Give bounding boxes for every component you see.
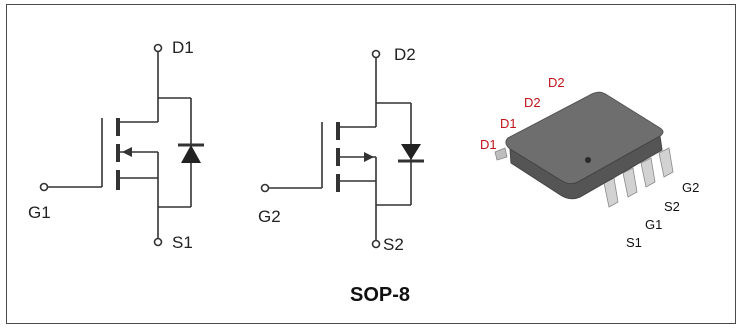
pin-label-left-2: D1 [500, 116, 517, 131]
pin-label-left-3: D2 [524, 95, 541, 110]
gate-label-1: G1 [28, 203, 51, 222]
diode-1 [181, 145, 201, 163]
sop8-package [494, 91, 674, 208]
source-terminal-2 [371, 239, 381, 249]
drain-label-2: D2 [394, 45, 416, 64]
package-front-face [509, 135, 663, 200]
source-label-1: S1 [172, 233, 193, 252]
pin-label-right-s1: S1 [626, 235, 642, 250]
mosfet-1 [39, 43, 204, 247]
mosfet-2 [260, 49, 424, 249]
lead-s2 [640, 157, 656, 188]
pin-label-right-s2: S2 [664, 199, 680, 214]
pin1-dot [585, 157, 591, 163]
drain-terminal-2 [371, 49, 381, 59]
source-terminal-1 [153, 237, 163, 247]
body-arrow-2 [364, 152, 374, 162]
lead-g1 [622, 167, 638, 198]
gate-label-2: G2 [258, 207, 281, 226]
source-label-2: S2 [383, 235, 404, 254]
body-arrow-1 [122, 147, 132, 157]
drain-label-1: D1 [172, 38, 194, 57]
pin-label-left-4: D2 [548, 75, 565, 90]
gate-terminal-1 [39, 182, 49, 192]
pin-label-right-g1: G1 [645, 217, 662, 232]
gate-terminal-2 [260, 183, 270, 193]
pin-label-right-g2: G2 [682, 180, 699, 195]
package-caption: SOP-8 [349, 284, 411, 306]
diode-2 [401, 144, 421, 160]
pin-label-left-1: D1 [480, 137, 497, 152]
lead-left [494, 147, 508, 161]
lead-g2 [658, 147, 674, 178]
drain-terminal-1 [153, 43, 163, 53]
